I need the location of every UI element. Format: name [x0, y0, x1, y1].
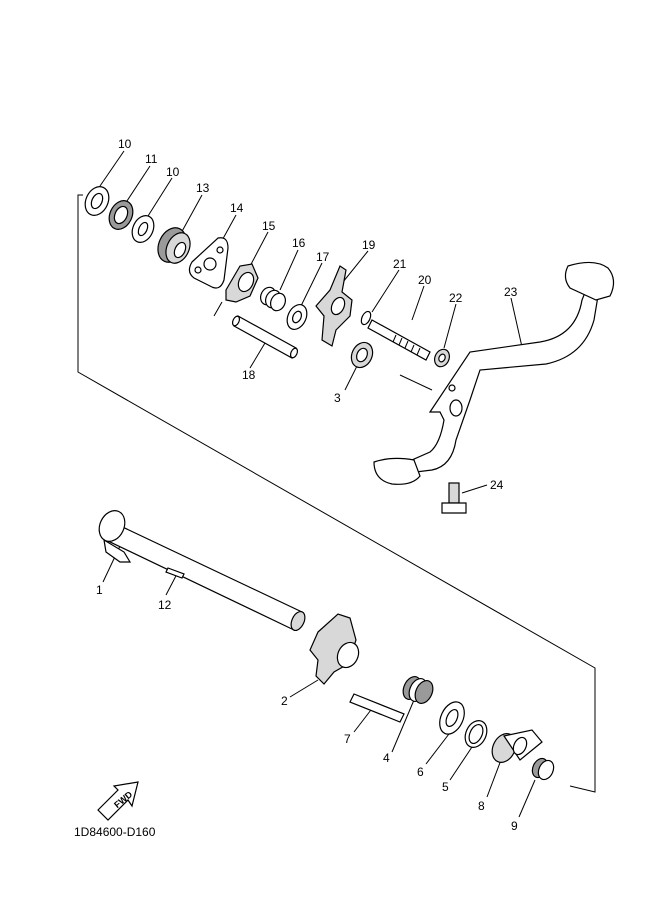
callout-5: 5 [442, 780, 449, 794]
o-ring-21 [360, 310, 372, 326]
washer-10-upper [84, 186, 110, 216]
washer-10-lower [131, 215, 155, 243]
callout-15: 15 [262, 219, 276, 233]
callout-4: 4 [383, 751, 390, 765]
callout-13: 13 [196, 181, 210, 195]
washer-17 [286, 304, 308, 330]
callout-16: 16 [292, 236, 306, 250]
shaft-20 [367, 319, 431, 361]
callout-21: 21 [393, 257, 407, 271]
shift-lever-2 [309, 613, 360, 685]
assembly-frame [77, 194, 596, 793]
plate-14 [188, 237, 229, 289]
ratchet-gear-13 [157, 227, 191, 264]
shift-shaft-1 [98, 510, 306, 632]
stopper-lever-8 [491, 729, 543, 763]
callout-10-upper: 10 [118, 137, 132, 151]
callout-8: 8 [478, 799, 485, 813]
circlip-5 [464, 720, 488, 748]
callout-labels: 10 11 10 13 14 15 16 17 19 21 20 22 23 1… [96, 137, 518, 833]
spring-16 [260, 286, 286, 312]
callout-22: 22 [449, 291, 463, 305]
bolt-24 [441, 482, 467, 514]
pin-12 [165, 567, 185, 579]
callout-1: 1 [96, 583, 103, 597]
spring-4 [402, 676, 434, 704]
callout-2: 2 [281, 694, 288, 708]
callout-18: 18 [242, 368, 256, 382]
washer-6 [439, 701, 465, 735]
callout-10-lower: 10 [166, 165, 180, 179]
callout-9: 9 [511, 819, 518, 833]
shift-pedal-23 [373, 261, 615, 485]
diagram-code: 1D84600-D160 [74, 825, 156, 839]
callout-12: 12 [158, 598, 172, 612]
callout-14: 14 [230, 201, 244, 215]
seal-3 [350, 341, 374, 369]
segment-15 [213, 263, 259, 317]
bearing-11 [108, 200, 134, 230]
callout-19: 19 [362, 238, 376, 252]
collar-7 [349, 693, 405, 723]
pin-18 [231, 315, 299, 359]
callout-24: 24 [490, 478, 504, 492]
spring-9 [531, 757, 555, 781]
callout-7: 7 [344, 732, 351, 746]
callout-3: 3 [334, 391, 341, 405]
lever-19 [315, 265, 353, 347]
callout-17: 17 [316, 250, 330, 264]
callout-6: 6 [417, 765, 424, 779]
fwd-arrow-icon: FWD [97, 781, 139, 821]
callout-23: 23 [504, 285, 518, 299]
callout-20: 20 [418, 273, 432, 287]
nut-22 [434, 348, 450, 368]
callout-11: 11 [145, 152, 158, 166]
